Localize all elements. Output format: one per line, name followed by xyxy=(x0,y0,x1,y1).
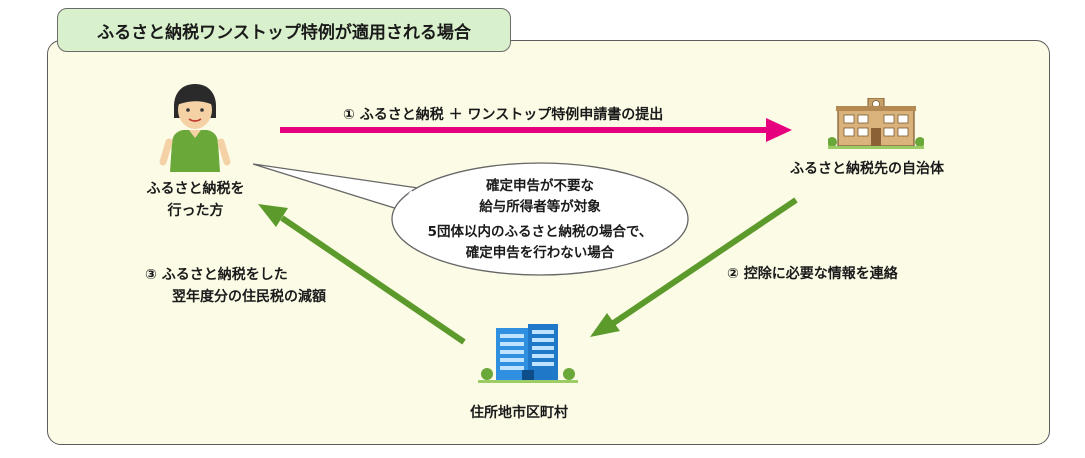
callout-line-2: 給与所得者等が対象 xyxy=(479,199,601,215)
callout-bubble xyxy=(252,162,689,276)
office-building-icon xyxy=(478,322,578,384)
step-3-text-line1: ふるさと納税をした xyxy=(161,267,288,283)
arrow-step-3 xyxy=(258,204,466,345)
step-1-text: ふるさと納税 ＋ ワンストップ特例申請書の提出 xyxy=(359,107,664,123)
residence-municipality-label: 住所地市区町村 xyxy=(470,405,568,421)
person-icon xyxy=(155,80,235,172)
step-1-label: ① ふるさと納税 ＋ ワンストップ特例申請書の提出 xyxy=(343,104,663,126)
town-hall-icon xyxy=(827,97,925,150)
arrow-step-1 xyxy=(280,118,792,142)
step-2-label: ② 控除に必要な情報を連絡 xyxy=(727,263,898,285)
callout-line-3: 5団体以内のふるさと納税の場合で、 xyxy=(427,224,653,240)
step-2-number: ② xyxy=(727,266,739,282)
diagram-title: ふるさと納税ワンストップ特例が適用される場合 xyxy=(57,8,511,52)
step-3-label: ③ ふるさと納税をした 翌年度分の住民税の減額 xyxy=(145,264,326,308)
donation-municipality-label: ふるさと納税先の自治体 xyxy=(790,161,944,177)
callout-line-1: 確定申告が不要な xyxy=(486,178,594,194)
step-3-text-line2: 翌年度分の住民税の減額 xyxy=(172,289,326,305)
step-1-number: ① xyxy=(343,107,355,123)
callout-line-4: 確定申告を行わない場合 xyxy=(465,245,615,261)
callout-text: 確定申告が不要な 給与所得者等が対象 5団体以内のふるさと納税の場合で、 確定申… xyxy=(395,176,685,264)
step-3-number: ③ xyxy=(145,267,157,283)
taxpayer-label: ふるさと納税を 行った方 xyxy=(146,181,245,219)
arrow-step-2 xyxy=(590,197,798,337)
step-2-text: 控除に必要な情報を連絡 xyxy=(743,266,898,282)
